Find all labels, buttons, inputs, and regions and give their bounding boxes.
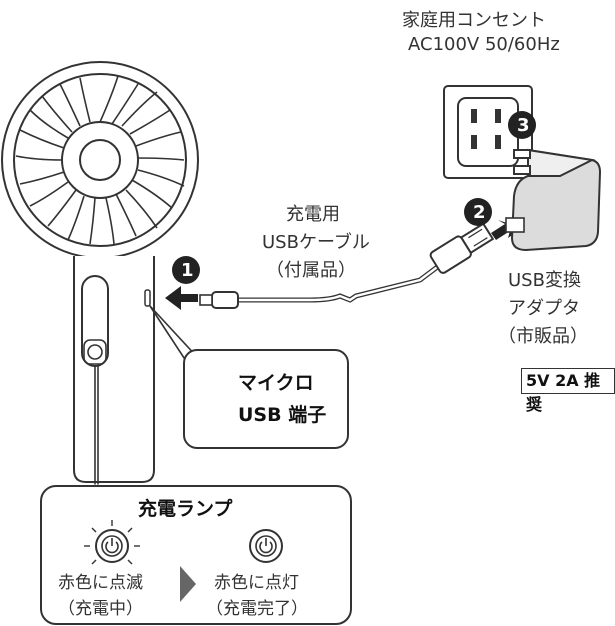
- fan-handle: [73, 256, 155, 488]
- lamp-state-steady: 赤色に点灯: [214, 573, 299, 593]
- step-1-number: 1: [181, 260, 194, 281]
- lamp-title: 充電ランプ: [138, 498, 233, 520]
- cable-label-line2: USBケーブル: [262, 232, 370, 253]
- step-3-number: 3: [517, 115, 530, 136]
- wall-outlet: [443, 85, 533, 179]
- port-label-line1: マイクロ: [238, 372, 314, 394]
- step-2-number: 2: [473, 202, 486, 223]
- port-label-line2: USB 端子: [238, 404, 327, 426]
- outlet-voltage-label: AC100V 50/60Hz: [408, 34, 560, 55]
- lamp-state-steady-note: （充電完了）: [206, 599, 308, 619]
- cable-label-line1: 充電用: [286, 204, 340, 225]
- arrow-step-1: [165, 286, 198, 310]
- lamp-state-blinking-note: （充電中）: [58, 599, 143, 619]
- fan-head: [1, 61, 199, 259]
- recommended-spec-badge: 5V 2A 推奨: [521, 368, 615, 414]
- micro-usb-port-callout: [183, 349, 349, 449]
- handheld-fan: [1, 61, 200, 488]
- lamp-state-blinking: 赤色に点滅: [58, 573, 143, 593]
- charging-lamp-callout: [40, 485, 352, 625]
- usb-cable: [199, 222, 495, 309]
- adapter-label-line3: （市販品）: [498, 326, 588, 347]
- adapter-label-line2: アダプタ: [508, 298, 580, 319]
- adapter-label-line1: USB変換: [508, 270, 581, 291]
- cable-label-line3: （付属品）: [266, 260, 356, 281]
- usb-adapter: [505, 148, 602, 252]
- step-badges: [172, 111, 536, 284]
- outlet-label: 家庭用コンセント: [402, 10, 546, 31]
